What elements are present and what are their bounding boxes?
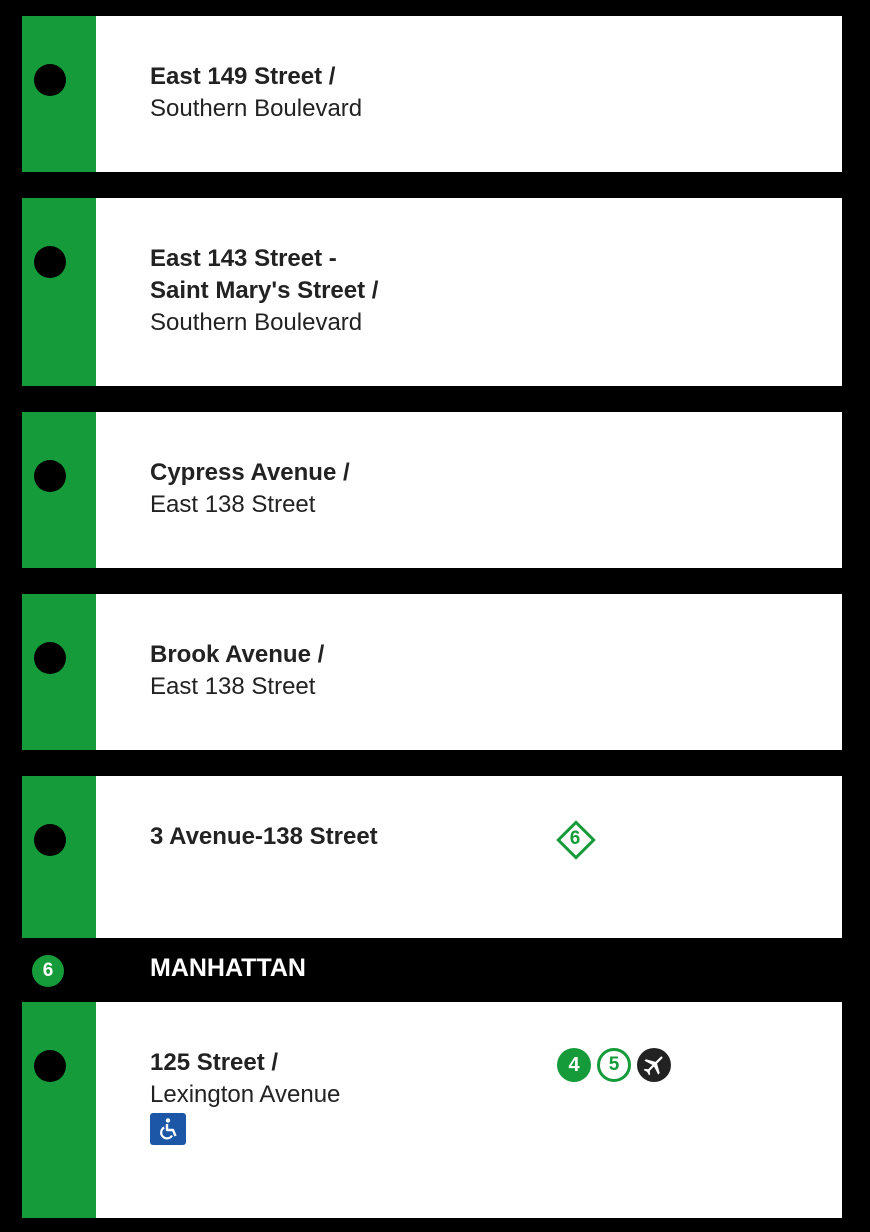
route-line-strip [22,16,96,172]
station-name-primary: Cypress Avenue / [150,459,350,486]
station-brook-avenue[interactable]: Brook Avenue / East 138 Street [22,594,842,750]
route-number: 6 [569,828,581,849]
station-name-primary: 125 Street / [150,1049,279,1076]
station-name-secondary: East 138 Street [150,673,316,700]
route-line-strip [22,412,96,568]
route-line-strip [22,1002,96,1218]
station-3-avenue-138-street[interactable]: 3 Avenue-138 Street 6 [22,776,842,938]
connections: 6 [556,820,596,860]
route-4-icon[interactable]: 4 [557,1048,591,1082]
station-name: East 149 Street / Southern Boulevard [150,61,362,125]
station-stop-icon [34,1050,66,1082]
route-6-icon: 6 [32,955,64,987]
route-line-strip [22,776,96,938]
borough-label: MANHATTAN [150,954,306,982]
airplane-icon[interactable] [637,1048,671,1082]
station-east-143-street[interactable]: East 143 Street - Saint Mary's Street / … [22,198,842,386]
connections: 4 5 [557,1048,671,1082]
station-name-primary: 3 Avenue-138 Street [150,823,378,850]
station-name-secondary: Southern Boulevard [150,309,363,336]
station-125-street[interactable]: 125 Street / Lexington Avenue 4 5 [22,1002,842,1218]
station-name-primary: East 143 Street - [150,245,337,272]
wheelchair-glyph [160,1118,177,1140]
station-name-primary: East 149 Street / [150,63,336,90]
route-6-express-icon[interactable]: 6 [556,820,596,860]
route-5-icon[interactable]: 5 [597,1048,631,1082]
station-name-primary: Brook Avenue / [150,641,325,668]
station-name-secondary: East 138 Street [150,491,316,518]
station-name-primary-2: Saint Mary's Street / [150,277,379,304]
station-name: East 143 Street - Saint Mary's Street / … [150,243,378,339]
station-stop-icon [34,246,66,278]
station-name-secondary: Southern Boulevard [150,95,363,122]
station-name-secondary: Lexington Avenue [150,1081,341,1108]
station-stop-icon [34,64,66,96]
route-line-strip [22,198,96,386]
borough-divider: 6 MANHATTAN [22,938,842,1002]
station-cypress-avenue[interactable]: Cypress Avenue / East 138 Street [22,412,842,568]
station-stop-icon [34,824,66,856]
route-line-strip [22,594,96,750]
wheelchair-icon [150,1113,186,1145]
station-name: Cypress Avenue / East 138 Street [150,457,350,521]
station-stop-icon [34,642,66,674]
station-stop-icon [34,460,66,492]
station-name: 3 Avenue-138 Street [150,821,378,853]
station-east-149-street[interactable]: East 149 Street / Southern Boulevard [22,16,842,172]
airplane-glyph [643,1056,663,1076]
station-name: Brook Avenue / East 138 Street [150,639,324,703]
station-name: 125 Street / Lexington Avenue [150,1047,340,1111]
